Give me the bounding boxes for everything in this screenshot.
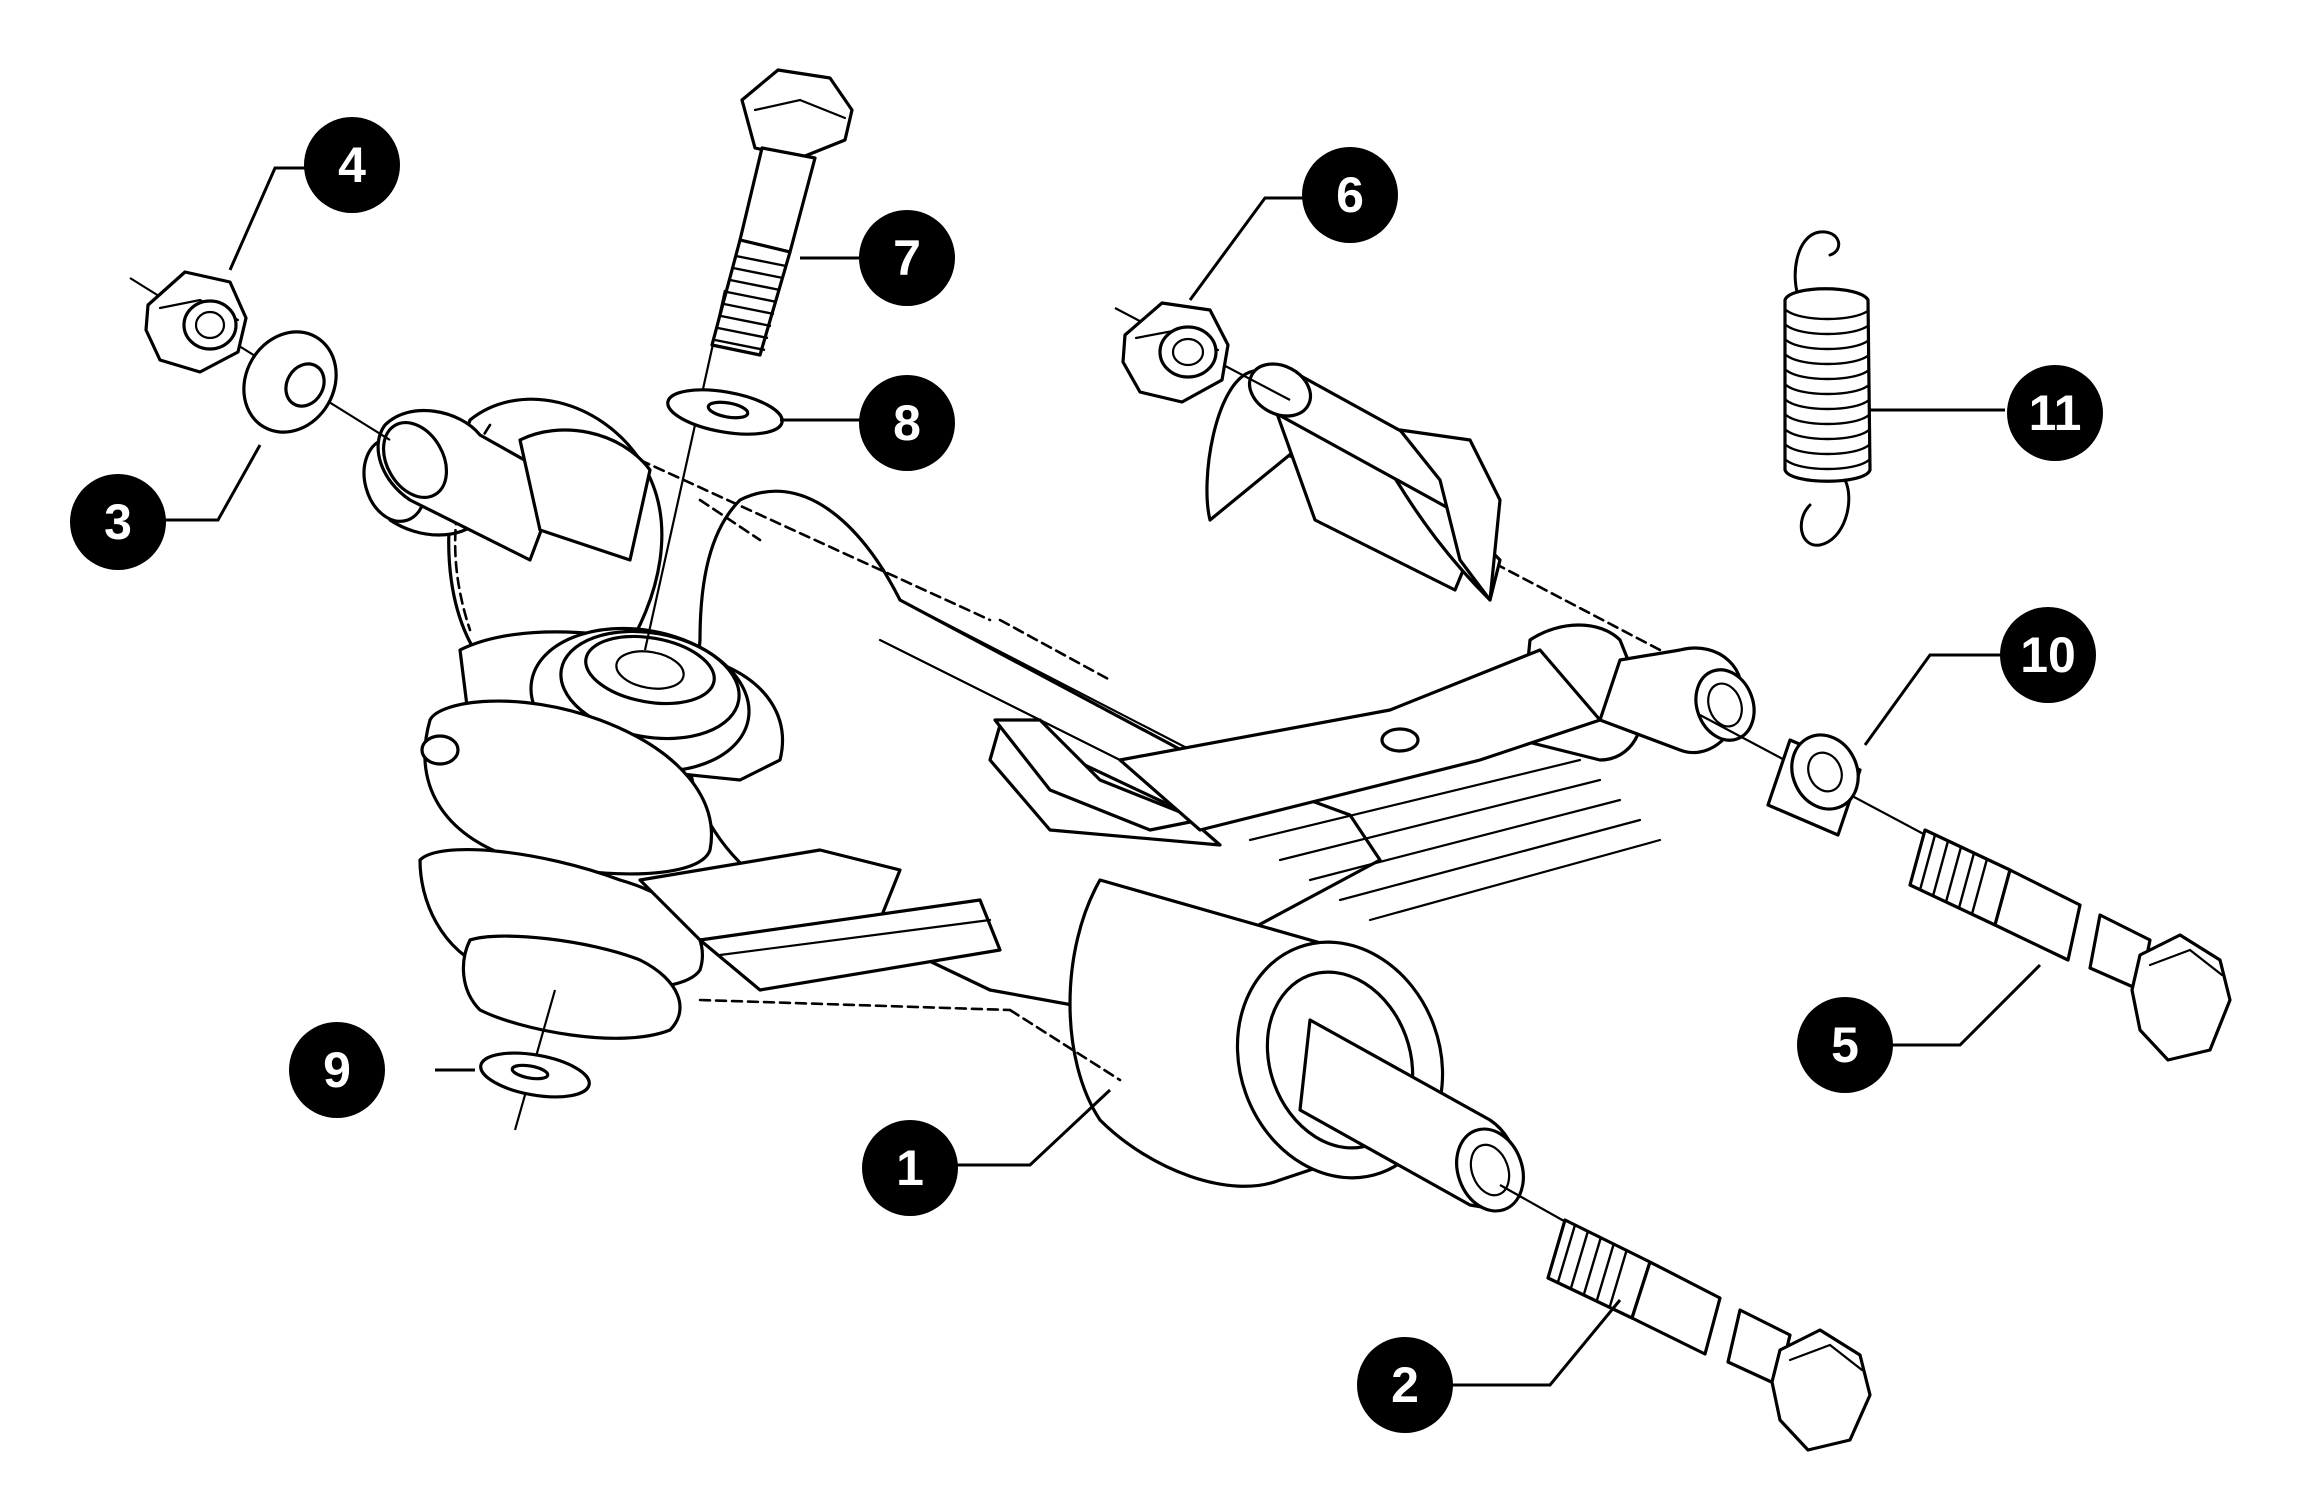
- callout-9: 9: [289, 1022, 385, 1118]
- callout-1: 1: [862, 1120, 958, 1216]
- callout-5: 5: [1797, 997, 1893, 1093]
- leader-lines: [165, 166, 2042, 1387]
- bolt-7: [710, 68, 854, 357]
- nut-4: [144, 270, 248, 374]
- leader-5: [1885, 963, 2042, 1047]
- callout-1-label: 1: [896, 1140, 924, 1196]
- washer-9: [479, 1051, 591, 1099]
- callout-8: 8: [859, 375, 955, 471]
- callout-11: 11: [2007, 365, 2103, 461]
- callout-10: 10: [2000, 607, 2096, 703]
- callout-2: 2: [1357, 1337, 1453, 1433]
- leader-1: [945, 1088, 1112, 1167]
- leader-4: [228, 166, 310, 271]
- callout-3-label: 3: [104, 494, 132, 550]
- callout-6: 6: [1302, 147, 1398, 243]
- leader-3: [165, 444, 262, 522]
- callout-3: 3: [70, 474, 166, 570]
- callout-8-label: 8: [893, 395, 921, 451]
- nut-6: [1121, 301, 1230, 404]
- leader-6: [1188, 196, 1305, 301]
- front-pivot-tube: [376, 409, 652, 562]
- callout-10-label: 10: [2020, 627, 2076, 683]
- leader-2: [1445, 1299, 1622, 1387]
- bolt-5: [1908, 828, 2232, 1062]
- callout-6-label: 6: [1336, 167, 1364, 223]
- callout-5-label: 5: [1831, 1017, 1859, 1073]
- callout-2-label: 2: [1391, 1357, 1419, 1413]
- spring-11: [1783, 230, 1872, 547]
- callout-4-label: 4: [338, 137, 366, 193]
- callout-11-label: 11: [2029, 385, 2082, 441]
- washer-8: [666, 388, 784, 436]
- washer-3: [242, 330, 338, 434]
- callout-9-label: 9: [323, 1042, 351, 1098]
- callout-7: 7: [859, 210, 955, 306]
- bushing-10: [1766, 733, 1862, 837]
- leader-10: [1863, 653, 2005, 746]
- callout-4: 4: [304, 117, 400, 213]
- callout-7-label: 7: [893, 230, 921, 286]
- bolt-2: [1546, 1218, 1872, 1452]
